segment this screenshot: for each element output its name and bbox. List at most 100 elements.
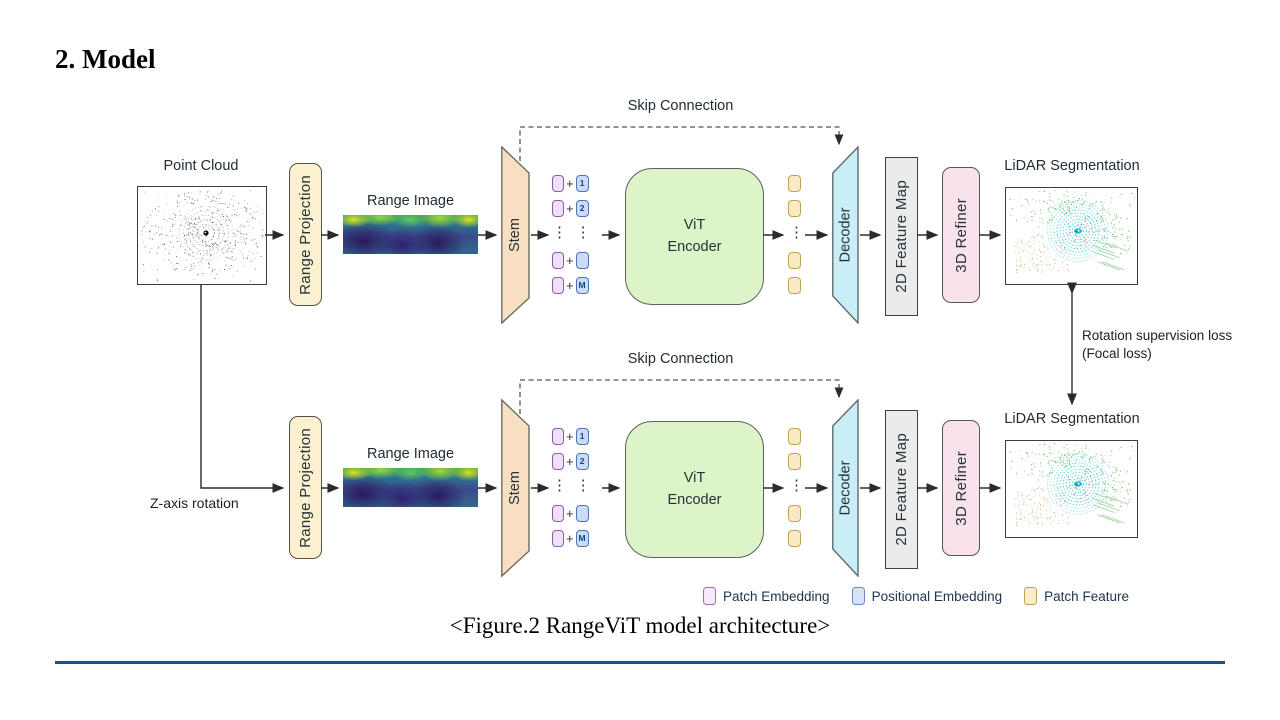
positional-embedding-token: 2 — [575, 200, 589, 217]
range-image-label: Range Image — [366, 193, 455, 209]
vertical-ellipsis: ⋮ — [575, 477, 591, 494]
rotation-loss-annotation: Rotation supervision loss (Focal loss) — [1082, 327, 1262, 363]
patch-embedding-token — [552, 453, 564, 470]
stem-block: Stem — [501, 146, 530, 324]
vertical-ellipsis: ⋮ — [552, 224, 567, 241]
token-row: + — [552, 505, 589, 522]
rotation-loss-line1: Rotation supervision loss — [1082, 328, 1233, 343]
vit-encoder-block: ViT Encoder — [625, 168, 764, 305]
legend-label: Positional Embedding — [871, 588, 1003, 604]
lidar-segmentation-image — [1005, 440, 1138, 538]
token-row: + M — [552, 530, 589, 547]
legend-label: Patch Feature — [1044, 588, 1129, 604]
point-cloud-image — [137, 186, 267, 285]
token-dots-row: ⋮ + ⋮ — [552, 223, 591, 241]
patch-embedding-token — [552, 175, 564, 192]
positional-embedding-token: 2 — [575, 453, 589, 470]
token-row: + M — [552, 277, 589, 294]
decoder-block: Decoder — [832, 146, 859, 324]
patch-token-column: + 1 + 2 ⋮ + ⋮ + + M — [552, 170, 602, 298]
z-axis-rotation-label: Z-axis rotation — [150, 495, 239, 511]
range-image — [343, 468, 478, 507]
token-row: + — [552, 252, 589, 269]
patch-embedding-token — [552, 505, 564, 522]
lidar-scatter — [1009, 443, 1135, 526]
footer-rule — [55, 661, 1225, 664]
vertical-ellipsis: ⋮ — [789, 224, 804, 241]
vit-label-line1: ViT — [683, 470, 706, 487]
rotation-loss-line2: (Focal loss) — [1082, 346, 1152, 362]
vit-label-line2: Encoder — [667, 238, 722, 255]
figure-caption: <Figure.2 RangeViT model architecture> — [449, 613, 831, 638]
refiner-block: 3D Refiner — [942, 167, 980, 303]
legend-label: Patch Embedding — [723, 588, 830, 604]
skip-connection-label: Skip Connection — [627, 98, 734, 114]
patch-embedding-token — [552, 252, 564, 269]
token-row: + 1 — [552, 175, 589, 192]
point-cloud-label: Point Cloud — [163, 158, 239, 174]
vit-encoder-block: ViT Encoder — [625, 421, 764, 558]
legend: Patch Embedding Positional Embedding Pat… — [703, 587, 1129, 605]
decoder-label: Decoder — [838, 460, 854, 515]
patch-feature-token — [788, 453, 801, 470]
vertical-ellipsis: ⋮ — [575, 224, 591, 241]
vertical-ellipsis: ⋮ — [789, 477, 804, 494]
lidar-segmentation-label: LiDAR Segmentation — [1004, 158, 1140, 174]
token-row: + 2 — [552, 453, 589, 470]
lidar-scatter — [1009, 190, 1135, 273]
patch-feature-column: ⋮ — [788, 423, 804, 551]
feature-map-label: 2D Feature Map — [893, 180, 910, 293]
patch-feature-token — [788, 277, 801, 294]
plus-sign: + — [566, 201, 574, 216]
patch-embedding-token — [552, 530, 564, 547]
vit-label-line2: Encoder — [667, 491, 722, 508]
plus-sign: + — [566, 454, 574, 469]
lidar-segmentation-label: LiDAR Segmentation — [1004, 411, 1140, 427]
token-row: + 2 — [552, 200, 589, 217]
stem-label: Stem — [507, 471, 523, 505]
decoder-block: Decoder — [832, 399, 859, 577]
refiner-label: 3D Refiner — [952, 450, 970, 526]
patch-feature-token — [788, 200, 801, 217]
patch-token-column: + 1 + 2 ⋮ + ⋮ + + M — [552, 423, 602, 551]
positional-embedding-token — [575, 252, 589, 269]
skip-connection-label: Skip Connection — [627, 351, 734, 367]
plus-sign: + — [566, 429, 574, 444]
feature-map-block: 2D Feature Map — [885, 157, 918, 316]
patch-embedding-token — [552, 200, 564, 217]
range-projection-block: Range Projection — [289, 416, 322, 559]
lidar-segmentation-image — [1005, 187, 1138, 285]
positional-embedding-token: 1 — [575, 175, 589, 192]
range-image — [343, 215, 478, 254]
patch-feature-swatch — [1024, 587, 1038, 605]
legend-item-patch-embedding: Patch Embedding — [703, 587, 830, 605]
patch-feature-token — [788, 530, 801, 547]
plus-sign: + — [566, 253, 574, 268]
plus-sign: + — [566, 531, 574, 546]
point-cloud-scatter — [141, 189, 265, 282]
feature-map-block: 2D Feature Map — [885, 410, 918, 569]
patch-feature-token — [788, 252, 801, 269]
positional-embedding-token: M — [575, 530, 589, 547]
range-projection-label: Range Projection — [297, 174, 314, 295]
feature-map-label: 2D Feature Map — [893, 433, 910, 546]
page-title: 2. Model — [55, 44, 156, 74]
positional-embedding-token: 1 — [575, 428, 589, 445]
plus-sign: + — [566, 176, 574, 191]
positional-embedding-token: M — [575, 277, 589, 294]
range-projection-label: Range Projection — [297, 427, 314, 548]
legend-item-positional-embedding: Positional Embedding — [851, 587, 1003, 605]
vertical-ellipsis: ⋮ — [552, 477, 567, 494]
patch-feature-token — [788, 175, 801, 192]
patch-feature-token — [788, 428, 801, 445]
stem-label: Stem — [507, 218, 523, 252]
vit-label-line1: ViT — [683, 217, 706, 234]
patch-embedding-swatch — [703, 587, 716, 605]
refiner-block: 3D Refiner — [942, 420, 980, 556]
patch-embedding-token — [552, 277, 564, 294]
plus-sign: + — [566, 506, 574, 521]
range-projection-block: Range Projection — [289, 163, 322, 306]
stem-block: Stem — [501, 399, 530, 577]
decoder-label: Decoder — [838, 207, 854, 262]
